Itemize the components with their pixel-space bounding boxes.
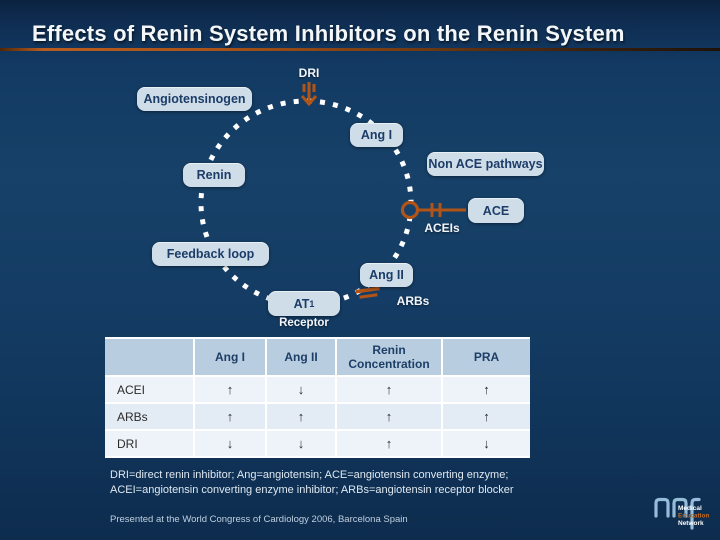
table-cell-dri-ang-ii: ↓ [267,431,335,456]
table-cell-dri-renin: ↑ [337,431,441,456]
label-aceis: ACEIs [424,221,460,235]
node-feedback-loop-label: Feedback loop [166,247,255,261]
table-header-ang-ii: Ang II [267,339,335,375]
title-divider [0,48,720,51]
node-renin: Renin [183,163,245,187]
page-title: Effects of Renin System Inhibitors on th… [32,21,625,46]
logo-text-medical: Medical [678,505,702,512]
node-ang-ii: Ang II [360,263,413,287]
label-arbs: ARBs [396,294,430,308]
table-cell-acei-pra: ↑ [443,377,530,402]
table-cell-acei-ang-ii: ↓ [267,377,335,402]
logo-monogram-icon [654,497,701,530]
label-receptor: Receptor [279,317,329,329]
table-row-acei-label: ACEI [105,377,193,402]
dri-inhibitor-icon [300,82,318,107]
footnote-line-1: DRI=direct renin inhibitor; Ang=angioten… [110,469,509,481]
table-header-ang-i: Ang I [195,339,265,375]
table-cell-acei-renin: ↑ [337,377,441,402]
arb-blocker-icon [355,286,380,299]
table-header-renin-concentration: Renin Concentration [337,339,441,375]
node-angiotensinogen-label: Angiotensinogen [143,92,246,106]
medical-education-network-logo: Medical Education Network [654,497,709,530]
node-renin-label: Renin [196,168,232,182]
logo-text-network: Network [678,520,704,527]
table-header-pra: PRA [443,339,530,375]
table-cell-arbs-ang-ii: ↑ [267,404,335,429]
node-ang-i: Ang I [350,123,403,147]
table-cell-dri-pra: ↓ [443,431,530,456]
ace-inhibition-icon [400,200,466,220]
presented-at-note: Presented at the World Congress of Cardi… [110,514,408,525]
effects-table: Ang I Ang II Renin Concentration PRA ACE… [105,337,530,458]
table-header-blank [105,339,193,375]
node-non-ace-pathways: Non ACE pathways [427,152,544,176]
logo-text-education: Education [678,513,709,520]
table-row-dri-label: DRI [105,431,193,456]
node-ace-label: ACE [482,203,510,218]
table-cell-arbs-pra: ↑ [443,404,530,429]
table-cell-arbs-ang-i: ↑ [195,404,265,429]
table-row-arbs-label: ARBs [105,404,193,429]
node-at1-label: AT [293,296,310,311]
node-feedback-loop: Feedback loop [152,242,269,266]
node-ang-ii-label: Ang II [369,268,404,282]
node-angiotensinogen: Angiotensinogen [137,87,252,111]
footnote-line-2: ACEI=angiotensin converting enzyme inhib… [110,483,514,496]
table-cell-dri-ang-i: ↓ [195,431,265,456]
node-ace: ACE [468,198,524,223]
table-cell-arbs-renin: ↑ [337,404,441,429]
node-ang-i-label: Ang I [360,128,393,142]
node-non-ace-pathways-label: Non ACE pathways [428,157,543,171]
table-cell-acei-ang-i: ↑ [195,377,265,402]
label-dri: DRI [298,66,320,80]
abbreviations-footnote: DRI=direct renin inhibitor; Ang=angioten… [110,468,630,497]
